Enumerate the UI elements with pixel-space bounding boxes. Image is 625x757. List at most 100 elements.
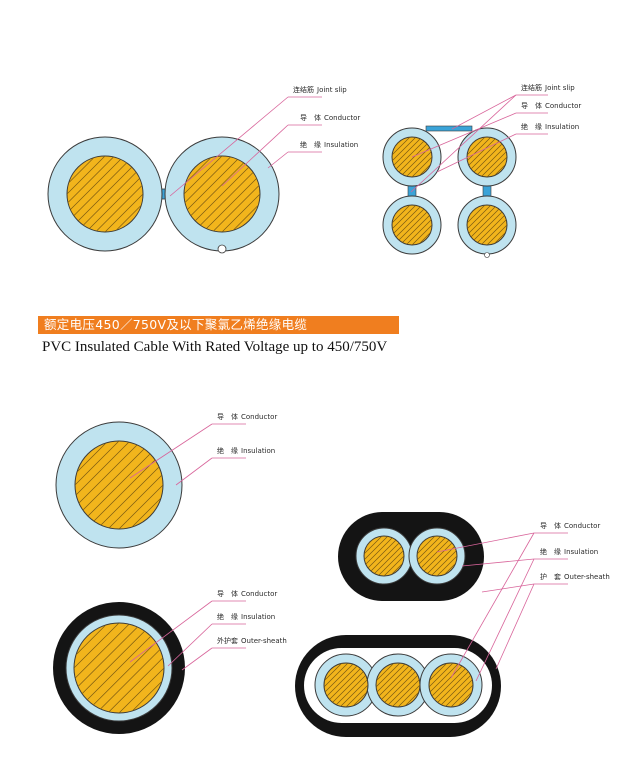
strand-line [442, 536, 457, 576]
strand-line [75, 441, 142, 529]
strand-line [467, 205, 486, 245]
strand-line [474, 137, 507, 177]
strand-line [333, 663, 368, 707]
label-en: Insulation [241, 613, 276, 621]
quad-joint-cable [382, 125, 517, 258]
strand-line [371, 536, 404, 576]
strand-line [104, 156, 143, 232]
strand-line [351, 663, 368, 707]
strand-line [403, 663, 420, 707]
strand-line [430, 536, 457, 576]
strand-line [376, 663, 407, 707]
strand-line [399, 137, 432, 177]
strand-line [411, 137, 432, 177]
strand-line [96, 441, 163, 529]
strand-line [405, 137, 432, 177]
strand-line [75, 441, 109, 529]
strand-line [67, 156, 96, 232]
label-cn: 导 体 [217, 590, 238, 598]
twin-nub [217, 244, 227, 254]
strand-line [184, 156, 223, 232]
strand-line [74, 623, 108, 713]
label-cn: 绝 缘 [217, 613, 238, 621]
strand-line [376, 663, 395, 707]
strand-line [107, 623, 164, 713]
strand-line [417, 205, 432, 245]
strand-line [392, 205, 411, 245]
strand-line [74, 623, 131, 713]
label-cn: 绝 缘 [521, 123, 542, 131]
label-cn: 绝 缘 [540, 548, 561, 556]
strand-line [96, 623, 164, 713]
strand-line [364, 536, 395, 576]
strand-line [467, 205, 498, 245]
conductor-g1 [323, 662, 369, 708]
strand-line [67, 156, 106, 232]
flat-twin-cable [338, 512, 484, 601]
strand-line [417, 536, 430, 576]
strand-line [417, 137, 432, 177]
flat-triple-cable [295, 635, 501, 737]
label-en: Outer-sheath [241, 637, 287, 645]
strand-line [417, 536, 442, 576]
strand-line [436, 536, 457, 576]
strand-line [450, 663, 473, 707]
joint-slip-top [425, 125, 473, 132]
label-cn: 外护套 [217, 637, 238, 645]
strand-line [202, 156, 260, 232]
strand-line [184, 156, 213, 232]
strand-line [212, 156, 260, 232]
strand-line [392, 205, 423, 245]
label-en: Insulation [241, 447, 276, 455]
label-cn: 绝 缘 [217, 447, 238, 455]
strand-line [392, 205, 405, 245]
strand-line [324, 663, 361, 707]
strand-line [492, 205, 507, 245]
label-en: Conductor [241, 590, 278, 598]
strand-line [364, 536, 377, 576]
strand-line [438, 663, 473, 707]
strand-line [467, 137, 486, 177]
conductor-strand-hatch [364, 536, 404, 576]
strand-line [67, 156, 143, 232]
strand-line [411, 205, 432, 245]
label-en: Conductor [545, 102, 582, 110]
leader-lines [129, 94, 568, 682]
strand-line [392, 137, 405, 177]
strand-line [444, 663, 473, 707]
strand-line [376, 663, 401, 707]
strand-line [75, 441, 131, 529]
strand-line [486, 205, 507, 245]
strand-line [75, 441, 163, 529]
strand-line [324, 663, 349, 707]
strand-line [364, 536, 389, 576]
strand-line [339, 663, 368, 707]
strand-line [385, 663, 420, 707]
strand-line [392, 137, 417, 177]
strand-line [74, 623, 120, 713]
label-cn: 连结筋 [293, 86, 314, 94]
strand-line [399, 205, 432, 245]
conductor-g3 [428, 662, 474, 708]
label-cn: 导 体 [521, 102, 542, 110]
strand-line [95, 156, 143, 232]
label-en: Joint slip [317, 86, 347, 94]
strand-line [345, 663, 368, 707]
label-en: Insulation [564, 548, 599, 556]
title-cn: 额定电压450／750V及以下聚氯乙烯绝缘电缆 [44, 317, 308, 332]
label-en: Conductor [564, 522, 601, 530]
strand-line [392, 137, 423, 177]
strand-line [376, 663, 413, 707]
strand-line [392, 137, 411, 177]
strand-line [67, 156, 115, 232]
strand-line [492, 137, 507, 177]
